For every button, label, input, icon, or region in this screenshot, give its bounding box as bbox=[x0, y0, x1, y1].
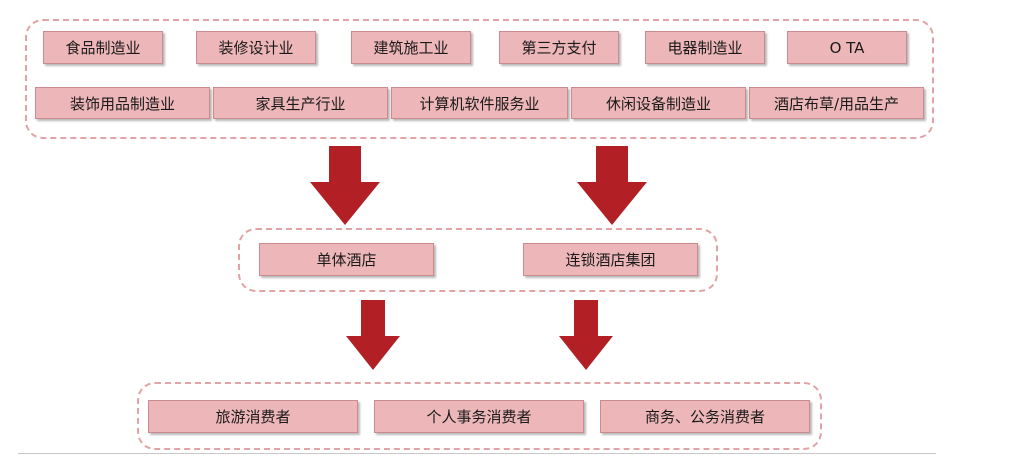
upstream-box-third-party-payment: 第三方支付 bbox=[499, 31, 619, 64]
downstream-box-personal-affairs: 个人事务消费者 bbox=[374, 400, 584, 433]
upstream-box-appliance-manufacturing: 电器制造业 bbox=[645, 31, 765, 64]
upstream-box-decoration-design: 装修设计业 bbox=[196, 31, 316, 64]
arrow-down-icon bbox=[346, 300, 400, 370]
arrow-down-icon bbox=[577, 146, 647, 225]
upstream-box-decor-goods: 装饰用品制造业 bbox=[35, 87, 210, 119]
upstream-box-leisure-equipment: 休闲设备制造业 bbox=[571, 87, 746, 119]
upstream-box-hotel-linen: 酒店布草/用品生产 bbox=[749, 87, 924, 119]
upstream-group bbox=[25, 19, 934, 139]
bottom-divider bbox=[18, 453, 936, 454]
upstream-box-food-manufacturing: 食品制造业 bbox=[43, 31, 163, 64]
arrow-down-icon bbox=[310, 146, 380, 225]
upstream-box-ota: O TA bbox=[787, 31, 907, 64]
midstream-group bbox=[238, 228, 718, 292]
midstream-box-hotel-chain: 连锁酒店集团 bbox=[523, 243, 698, 276]
upstream-box-construction: 建筑施工业 bbox=[351, 31, 471, 64]
downstream-group bbox=[137, 382, 822, 450]
upstream-box-software-services: 计算机软件服务业 bbox=[391, 87, 568, 119]
arrow-down-icon bbox=[559, 300, 613, 370]
downstream-box-business-official: 商务、公务消费者 bbox=[600, 400, 810, 433]
downstream-box-tourists: 旅游消费者 bbox=[148, 400, 358, 433]
upstream-box-furniture: 家具生产行业 bbox=[213, 87, 388, 119]
midstream-box-single-hotel: 单体酒店 bbox=[259, 243, 434, 276]
